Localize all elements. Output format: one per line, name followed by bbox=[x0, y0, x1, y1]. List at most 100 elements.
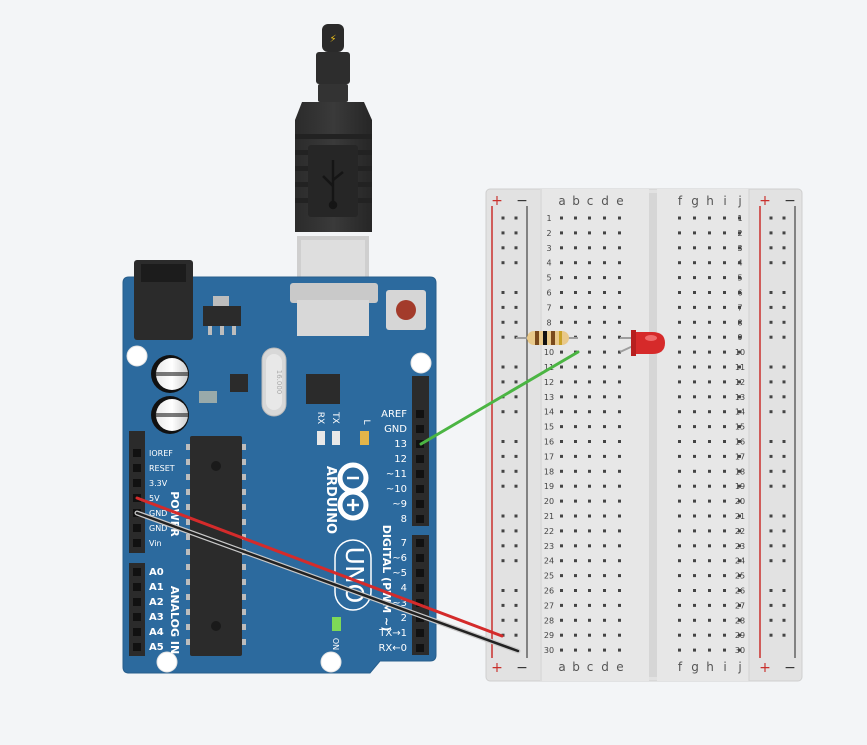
rail-hole[interactable] bbox=[501, 440, 505, 443]
header-pin[interactable] bbox=[133, 583, 141, 591]
breadboard-hole[interactable] bbox=[618, 603, 621, 607]
rail-hole[interactable] bbox=[514, 544, 518, 548]
breadboard-hole[interactable] bbox=[708, 633, 711, 637]
rail-hole[interactable] bbox=[782, 395, 786, 399]
rail-hole[interactable] bbox=[514, 380, 518, 384]
rail-hole[interactable] bbox=[501, 544, 505, 548]
breadboard-hole[interactable] bbox=[560, 603, 563, 607]
header-pin[interactable] bbox=[416, 554, 424, 562]
breadboard-hole[interactable] bbox=[560, 469, 563, 473]
header-pin[interactable] bbox=[416, 569, 424, 577]
breadboard-hole[interactable] bbox=[723, 454, 726, 458]
breadboard-hole[interactable] bbox=[723, 514, 726, 518]
rail-hole[interactable] bbox=[501, 514, 505, 518]
breadboard-hole[interactable] bbox=[603, 395, 606, 399]
breadboard-hole[interactable] bbox=[693, 469, 696, 473]
breadboard-hole[interactable] bbox=[738, 469, 741, 473]
breadboard-hole[interactable] bbox=[574, 529, 577, 533]
breadboard-hole[interactable] bbox=[560, 305, 563, 309]
breadboard-hole[interactable] bbox=[588, 276, 591, 280]
breadboard-hole[interactable] bbox=[560, 276, 563, 280]
breadboard-hole[interactable] bbox=[678, 529, 681, 533]
breadboard-hole[interactable] bbox=[693, 291, 696, 294]
arduino-uno-board[interactable]: 16.000 RX TX L ARDUINO UNO ON bbox=[122, 260, 437, 674]
breadboard-hole[interactable] bbox=[678, 246, 681, 250]
breadboard-hole[interactable] bbox=[603, 320, 606, 324]
rail-hole[interactable] bbox=[514, 291, 518, 294]
breadboard-hole[interactable] bbox=[618, 529, 621, 533]
breadboard-hole[interactable] bbox=[618, 261, 621, 265]
breadboard-hole[interactable] bbox=[560, 365, 563, 369]
breadboard-hole[interactable] bbox=[603, 633, 606, 637]
breadboard-hole[interactable] bbox=[678, 350, 681, 354]
breadboard-hole[interactable] bbox=[588, 395, 591, 399]
breadboard-hole[interactable] bbox=[560, 514, 563, 518]
breadboard-hole[interactable] bbox=[588, 454, 591, 458]
header-pin[interactable] bbox=[133, 628, 141, 636]
header-pin[interactable] bbox=[416, 500, 424, 508]
breadboard-hole[interactable] bbox=[588, 589, 591, 592]
rail-hole[interactable] bbox=[769, 544, 773, 548]
breadboard-hole[interactable] bbox=[708, 574, 711, 578]
rail-hole[interactable] bbox=[514, 246, 518, 250]
breadboard-hole[interactable] bbox=[723, 559, 726, 563]
rail-hole[interactable] bbox=[782, 231, 786, 235]
breadboard-hole[interactable] bbox=[708, 365, 711, 369]
breadboard-hole[interactable] bbox=[560, 633, 563, 637]
breadboard-hole[interactable] bbox=[708, 246, 711, 250]
breadboard-hole[interactable] bbox=[708, 648, 711, 652]
breadboard-hole[interactable] bbox=[603, 589, 606, 592]
breadboard-hole[interactable] bbox=[738, 320, 741, 324]
breadboard-hole[interactable] bbox=[738, 544, 741, 548]
breadboard-hole[interactable] bbox=[618, 514, 621, 518]
breadboard-hole[interactable] bbox=[574, 648, 577, 652]
breadboard-hole[interactable] bbox=[708, 410, 711, 414]
breadboard-hole[interactable] bbox=[738, 633, 741, 637]
rail-hole[interactable] bbox=[782, 246, 786, 250]
breadboard-hole[interactable] bbox=[693, 589, 696, 592]
breadboard-hole[interactable] bbox=[708, 425, 711, 429]
breadboard-hole[interactable] bbox=[574, 291, 577, 294]
header-pin[interactable] bbox=[416, 644, 424, 652]
header-pin[interactable] bbox=[416, 485, 424, 493]
breadboard-hole[interactable] bbox=[693, 395, 696, 399]
breadboard-hole[interactable] bbox=[723, 544, 726, 548]
breadboard-hole[interactable] bbox=[708, 231, 711, 235]
breadboard-hole[interactable] bbox=[603, 454, 606, 458]
power-header[interactable] bbox=[129, 431, 145, 553]
header-pin[interactable] bbox=[416, 515, 424, 523]
breadboard-hole[interactable] bbox=[678, 320, 681, 324]
breadboard-hole[interactable] bbox=[603, 603, 606, 607]
rail-hole[interactable] bbox=[514, 395, 518, 399]
breadboard-hole[interactable] bbox=[603, 544, 606, 548]
breadboard-hole[interactable] bbox=[618, 499, 621, 503]
breadboard-hole[interactable] bbox=[603, 529, 606, 533]
breadboard-hole[interactable] bbox=[708, 618, 711, 622]
breadboard-hole[interactable] bbox=[693, 425, 696, 429]
breadboard-hole[interactable] bbox=[560, 589, 563, 592]
breadboard-hole[interactable] bbox=[603, 648, 606, 652]
breadboard-hole[interactable] bbox=[723, 603, 726, 607]
breadboard-hole[interactable] bbox=[574, 454, 577, 458]
breadboard-hole[interactable] bbox=[693, 633, 696, 637]
wires[interactable] bbox=[134, 350, 580, 654]
breadboard-hole[interactable] bbox=[618, 291, 621, 294]
breadboard-hole[interactable] bbox=[738, 574, 741, 578]
breadboard-hole[interactable] bbox=[574, 410, 577, 414]
breadboard-hole[interactable] bbox=[678, 365, 681, 369]
breadboard-hole[interactable] bbox=[574, 365, 577, 369]
breadboard-hole[interactable] bbox=[574, 574, 577, 578]
rail-hole[interactable] bbox=[514, 320, 518, 324]
breadboard-hole[interactable] bbox=[723, 335, 726, 339]
breadboard-hole[interactable] bbox=[738, 484, 741, 488]
breadboard-hole[interactable] bbox=[560, 231, 563, 235]
breadboard-hole[interactable] bbox=[618, 618, 621, 622]
rail-hole[interactable] bbox=[514, 633, 518, 637]
breadboard-hole[interactable] bbox=[678, 544, 681, 548]
breadboard-hole[interactable] bbox=[678, 440, 681, 443]
rail-hole[interactable] bbox=[782, 291, 786, 294]
breadboard-hole[interactable] bbox=[693, 276, 696, 280]
rail-hole[interactable] bbox=[514, 261, 518, 265]
header-pin[interactable] bbox=[133, 479, 141, 487]
